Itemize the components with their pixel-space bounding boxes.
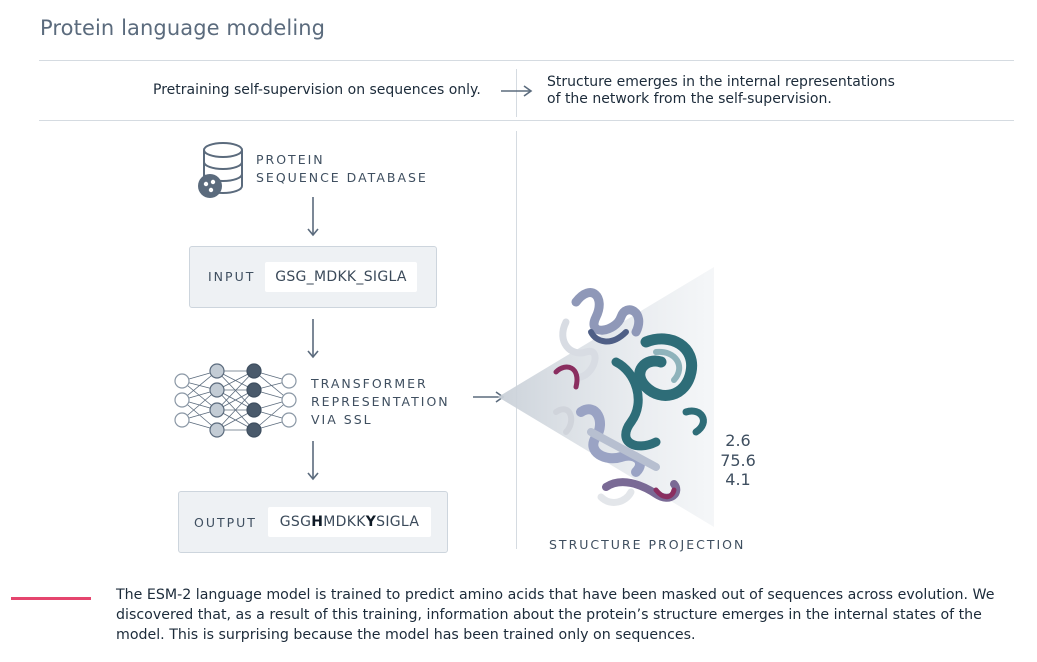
protein-structure-icon xyxy=(553,288,707,506)
arrow-down-icon-3 xyxy=(307,441,319,481)
structure-projection-label: STRUCTURE PROJECTION xyxy=(549,537,746,552)
structure-value-2: 75.6 xyxy=(720,450,756,470)
top-divider xyxy=(39,60,1014,61)
transformer-label-line1: TRANSFORMER xyxy=(311,376,428,391)
output-seq-part2: MDKK xyxy=(323,514,366,530)
output-seq-fill1: H xyxy=(311,514,324,530)
page-title: Protein language modeling xyxy=(40,16,326,40)
transformer-label-line3: VIA SSL xyxy=(311,412,373,427)
structure-value-1: 2.6 xyxy=(725,431,751,450)
output-seq-fill2: Y xyxy=(365,514,377,530)
projection-cone xyxy=(498,267,714,527)
header-vertical-divider xyxy=(516,69,517,117)
header-right-line2: of the network from the self-supervision… xyxy=(547,91,832,107)
structure-projection-graphic xyxy=(498,267,714,527)
database-label-line2: SEQUENCE DATABASE xyxy=(256,170,428,185)
input-sequence: GSG_MDKK_SIGLA xyxy=(265,262,417,292)
header-right-text: Structure emerges in the internal repres… xyxy=(547,74,895,108)
input-label: INPUT xyxy=(208,269,256,284)
figure-caption: The ESM-2 language model is trained to p… xyxy=(116,587,995,643)
output-seq-part3: SIGLA xyxy=(376,514,420,530)
database-icon xyxy=(198,142,243,198)
output-label: OUTPUT xyxy=(194,515,257,530)
arrow-down-icon-1 xyxy=(307,197,319,237)
output-seq-part1: GSG xyxy=(279,514,312,530)
arrow-down-icon-2 xyxy=(307,319,319,359)
header-divider xyxy=(39,120,1014,121)
transformer-label: TRANSFORMER REPRESENTATION VIA SSL xyxy=(311,375,450,429)
panel-vertical-divider xyxy=(516,131,517,549)
header-left-text: Pretraining self-supervision on sequence… xyxy=(153,82,481,98)
transformer-label-line2: REPRESENTATION xyxy=(311,394,450,409)
header-arrow-icon xyxy=(501,85,533,97)
neural-network-icon xyxy=(174,363,297,438)
structure-value-3: 4.1 xyxy=(725,470,751,489)
input-box: INPUT GSG_MDKK_SIGLA xyxy=(189,246,437,308)
header-right-line1: Structure emerges in the internal repres… xyxy=(547,74,895,90)
database-label-line1: PROTEIN xyxy=(256,152,325,167)
structure-values: 2.6 75.6 4.1 xyxy=(716,431,760,490)
caption-accent-line xyxy=(11,597,91,600)
database-label: PROTEIN SEQUENCE DATABASE xyxy=(256,151,428,187)
